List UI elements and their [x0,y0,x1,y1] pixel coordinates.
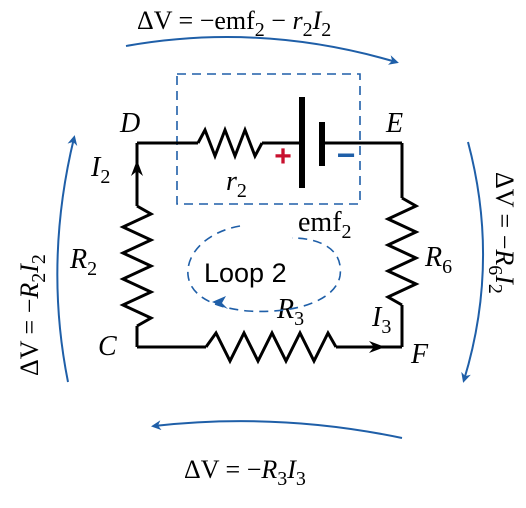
label-current-i3: I3 [371,302,391,338]
label-R3: R3 [276,294,304,330]
equation-top: ΔV = −emf2 − r2I2 [137,6,331,41]
equation-left: ΔV = −R2I2 [15,254,50,376]
equation-bottom: ΔV = −R3I3 [184,455,306,490]
resistor-r3 [204,329,338,365]
current-arrow-i3 [369,341,385,353]
label-current-i2: I2 [90,152,110,188]
label-R6: R6 [424,242,452,278]
arrow-top [125,36,399,65]
loop-path [187,225,342,313]
loop-arrow-head [212,296,228,309]
battery-plus-sign: + [274,140,292,173]
label-R2: R2 [69,244,97,280]
arrow-right [461,141,484,383]
arrow-left [56,135,78,383]
resistor-r6 [384,196,420,307]
loop-label: Loop 2 [204,258,287,288]
internal-resistance-box [176,73,361,205]
label-emf2: emf2 [298,207,352,243]
node-label-f: F [410,339,429,370]
resistor-r2 [196,125,264,161]
equation-right: ΔV = −R6I2 [484,172,519,294]
resistor-r2-left [119,204,155,328]
arrow-bottom [151,420,403,439]
label-r2: r2 [226,166,247,202]
circuit-wires [119,125,420,365]
node-label-e: E [385,108,403,139]
battery-minus-sign: − [337,137,356,173]
node-label-d: D [119,108,140,139]
current-arrow-i2 [131,160,143,176]
node-label-c: C [98,331,117,362]
